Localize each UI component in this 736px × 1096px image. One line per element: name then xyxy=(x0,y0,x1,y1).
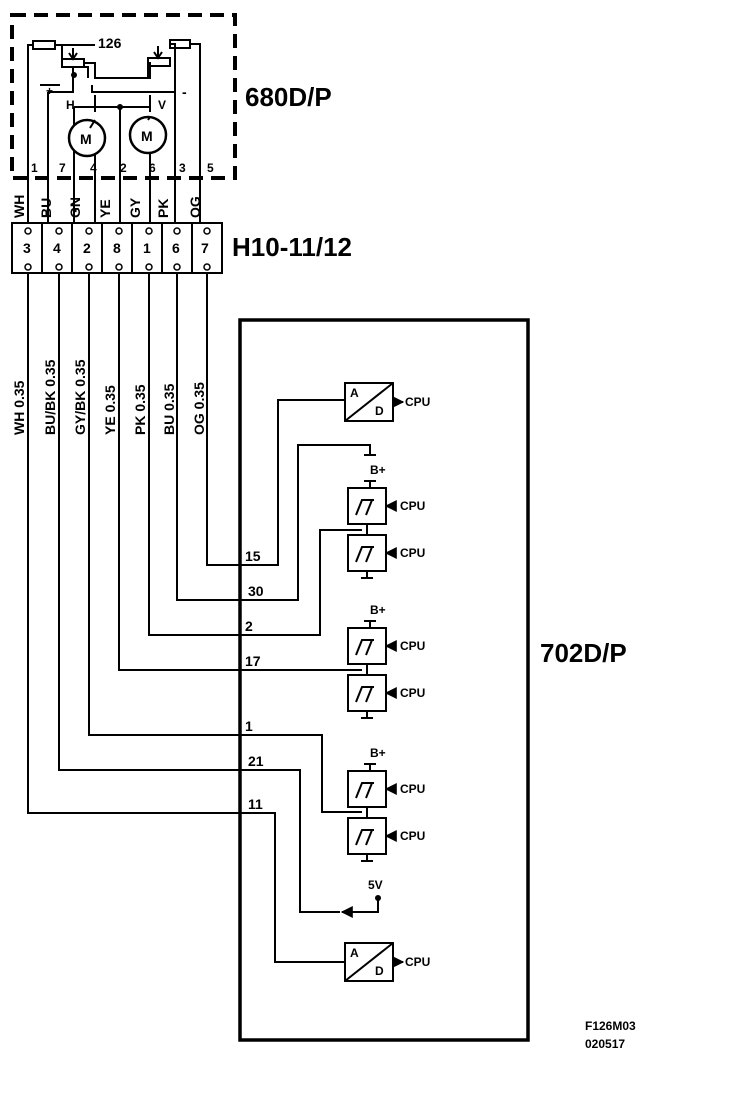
top-wires xyxy=(27,160,201,222)
svg-text:CPU: CPU xyxy=(400,499,425,513)
harness-wires xyxy=(27,273,240,814)
svg-text:A: A xyxy=(350,386,359,400)
svg-text:D: D xyxy=(375,404,384,418)
svg-text:B+: B+ xyxy=(370,463,386,477)
wire-label-ye: YE 0.35 xyxy=(102,385,118,435)
motor-v-icon: M xyxy=(128,115,168,155)
motor-h-icon: M xyxy=(67,118,107,158)
top-color-bu: BU xyxy=(38,198,54,218)
wire-label-bu: BU 0.35 xyxy=(161,383,177,435)
svg-text:CPU: CPU xyxy=(400,639,425,653)
harness-wire-labels: WH 0.35 BU/BK 0.35 GY/BK 0.35 YE 0.35 PK… xyxy=(11,359,207,435)
module-pin-2: 2 xyxy=(245,618,253,634)
terminal-h-label: H xyxy=(66,98,75,112)
module-pin-11: 11 xyxy=(248,796,263,812)
svg-text:CPU: CPU xyxy=(405,955,430,969)
svg-text:M: M xyxy=(80,131,92,147)
internal-wiring xyxy=(27,43,201,160)
connector-cell-4: 8 xyxy=(113,240,121,256)
module-pin-17: 17 xyxy=(245,653,261,669)
adc-bottom-icon: A D CPU xyxy=(344,942,430,982)
top-color-gn: GN xyxy=(67,197,83,218)
driver-stage-3: B+ CPU CPU xyxy=(347,746,425,862)
top-color-og: OG xyxy=(187,196,203,218)
plus-sign: + xyxy=(46,84,53,98)
connector-cell-7: 7 xyxy=(201,240,209,256)
module-pin-15: 15 xyxy=(245,548,261,564)
svg-text:CPU: CPU xyxy=(400,546,425,560)
top-wire-color-labels: WH BU GN YE GY PK OG xyxy=(11,195,203,218)
top-pin-2: 2 xyxy=(120,161,127,175)
wire-label-wh: WH 0.35 xyxy=(11,380,27,435)
module-pin-30: 30 xyxy=(248,583,264,599)
module-pin-1: 1 xyxy=(245,718,253,734)
svg-text:B+: B+ xyxy=(370,746,386,760)
svg-text:5V: 5V xyxy=(368,878,383,892)
module-702dp-box xyxy=(238,318,530,1042)
wire-label-bubk: BU/BK 0.35 xyxy=(42,359,58,435)
wire-label-og: OG 0.35 xyxy=(191,382,207,435)
svg-text:CPU: CPU xyxy=(400,686,425,700)
minus-sign: - xyxy=(182,84,187,100)
supply-5v: 5V xyxy=(340,878,383,918)
module-internal-wiring xyxy=(240,399,371,963)
svg-text:CPU: CPU xyxy=(400,829,425,843)
top-pin-6: 6 xyxy=(149,161,156,175)
component-680dp: 680D/P 126 + - H V M M xyxy=(10,13,332,180)
top-color-wh: WH xyxy=(11,195,27,218)
date-code: 020517 xyxy=(585,1037,625,1051)
connector-cell-3: 2 xyxy=(83,240,91,256)
module-702dp-label: 702D/P xyxy=(540,638,627,668)
top-pin-1: 1 xyxy=(31,161,38,175)
wire-label-pk: PK 0.35 xyxy=(132,384,148,435)
adc-top-icon: A D CPU xyxy=(344,382,430,422)
top-color-pk: PK xyxy=(155,199,171,218)
svg-text:CPU: CPU xyxy=(405,395,430,409)
connector-cell-1: 3 xyxy=(23,240,31,256)
top-pin-4: 4 xyxy=(90,161,97,175)
connector-label: H10-11/12 xyxy=(232,232,352,262)
wire-label-gybk: GY/BK 0.35 xyxy=(72,359,88,435)
svg-text:M: M xyxy=(141,128,153,144)
module-pin-21: 21 xyxy=(248,753,264,769)
svg-text:CPU: CPU xyxy=(400,782,425,796)
terminal-v-label: V xyxy=(158,98,166,112)
component-680dp-label: 680D/P xyxy=(245,82,332,112)
driver-stage-1: B+ CPU CPU xyxy=(347,463,425,579)
connector-cell-2: 4 xyxy=(53,240,61,256)
top-color-ye: YE xyxy=(97,199,113,218)
driver-stage-2: B+ CPU CPU xyxy=(347,603,425,719)
component-number-label: 126 xyxy=(98,35,122,51)
top-pin-3: 3 xyxy=(179,161,186,175)
svg-text:D: D xyxy=(375,964,384,978)
top-pin-7: 7 xyxy=(59,161,66,175)
svg-text:A: A xyxy=(350,946,359,960)
top-color-gy: GY xyxy=(127,197,143,218)
potentiometer-right-icon xyxy=(147,39,191,67)
module-702dp: 702D/P 15 30 2 17 1 21 11 A D CPU B+ CPU xyxy=(238,318,627,1042)
connector-h10: 3 4 2 8 1 6 7 H10-11/12 xyxy=(11,222,352,274)
component-680dp-dashed-border xyxy=(10,13,237,180)
svg-text:B+: B+ xyxy=(370,603,386,617)
figure-code: F126M03 xyxy=(585,1019,636,1033)
connector-cell-6: 6 xyxy=(172,240,180,256)
top-pin-5: 5 xyxy=(207,161,214,175)
connector-cell-5: 1 xyxy=(143,240,151,256)
